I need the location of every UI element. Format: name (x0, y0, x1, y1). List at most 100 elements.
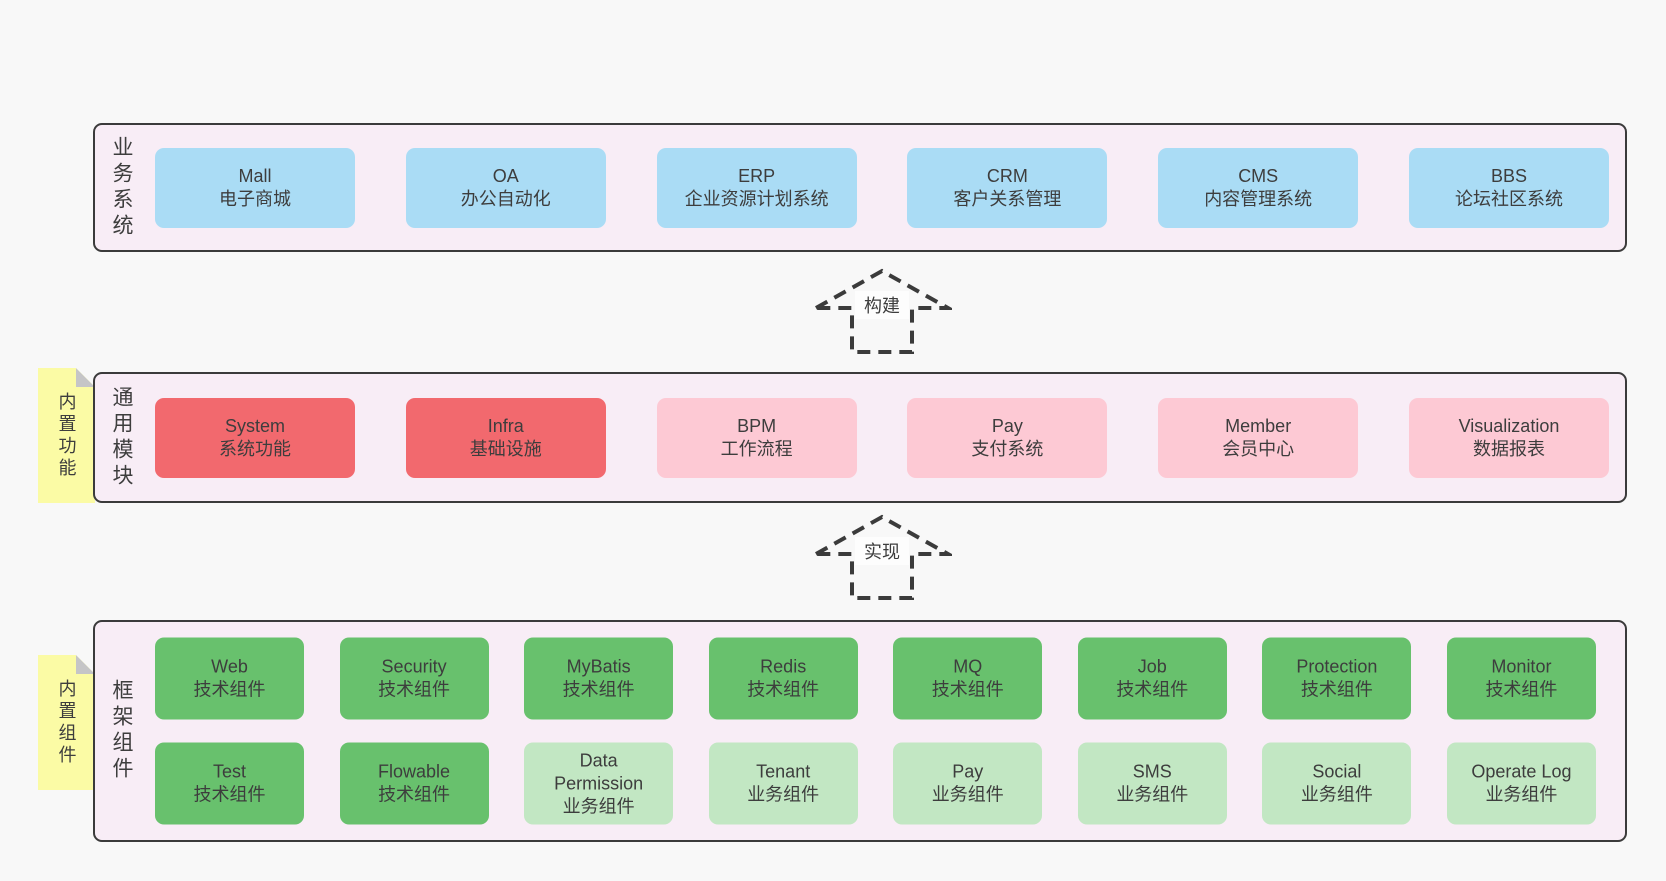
box-monitor-zh: 技术组件 (1485, 679, 1558, 700)
implement-arrow-label: 实现 (864, 542, 900, 562)
box-oa-en: OA (492, 165, 519, 186)
box-oa-zh: 办公自动化 (460, 188, 551, 209)
box-bpm-zh: 工作流程 (720, 438, 793, 459)
framework-row-2: Test 技术组件 Flowable 技术组件 Data Permission … (155, 742, 1596, 825)
box-member: Member 会员中心 (1158, 397, 1359, 478)
box-redis-en: Redis (760, 656, 807, 677)
box-pay: Pay 支付系统 (907, 397, 1108, 478)
box-bbs-en: BBS (1490, 165, 1527, 186)
implement-arrow: 实现 (808, 512, 956, 602)
sticky-built-in-features-label: 内置功能 (56, 391, 77, 480)
box-bbs-zh: 论坛社区系统 (1454, 188, 1563, 209)
box-mybatis: MyBatis 技术组件 (524, 637, 674, 720)
box-test-zh: 技术组件 (193, 784, 266, 805)
box-crm-en: CRM (986, 165, 1028, 186)
box-visualization-en: Visualization (1458, 415, 1560, 436)
box-mq-zh: 技术组件 (931, 679, 1004, 700)
band-modules-label: 通用模块 (110, 385, 133, 490)
box-flowable: Flowable 技术组件 (339, 742, 489, 825)
box-erp-en: ERP (738, 165, 776, 186)
box-protection-en: Protection (1296, 656, 1378, 677)
box-social: Social 业务组件 (1262, 742, 1412, 825)
box-web: Web 技术组件 (155, 637, 304, 720)
box-tenant-en: Tenant (756, 761, 811, 782)
dashed-up-arrow-icon: 实现 (808, 514, 956, 600)
box-tenant: Tenant 业务组件 (708, 742, 858, 825)
band-business-systems: 业务系统 Mall 电子商城 OA 办公自动化 ERP 企业资源计划系统 CRM… (93, 123, 1627, 252)
sticky-built-in-components: 内置组件 (38, 655, 95, 790)
box-crm: CRM 客户关系管理 (907, 147, 1108, 228)
box-redis: Redis 技术组件 (708, 637, 858, 720)
band-framework-label: 框架组件 (110, 679, 133, 783)
band-business-label: 业务系统 (110, 135, 133, 240)
box-mybatis-zh: 技术组件 (562, 679, 635, 700)
box-protection: Protection 技术组件 (1262, 637, 1412, 720)
box-redis-zh: 技术组件 (747, 679, 820, 700)
box-mq: MQ 技术组件 (893, 637, 1043, 720)
box-cms: CMS 内容管理系统 (1158, 147, 1359, 228)
box-sms-zh: 业务组件 (1116, 784, 1189, 805)
sticky-built-in-components-label: 内置组件 (56, 678, 77, 767)
box-oa: OA 办公自动化 (405, 147, 606, 228)
box-flowable-zh: 技术组件 (378, 784, 451, 805)
box-monitor-en: Monitor (1491, 656, 1552, 677)
box-mall-en: Mall (238, 165, 272, 186)
box-data-permission-zh: 业务组件 (562, 796, 635, 816)
box-data-permission: Data Permission 业务组件 (524, 742, 674, 825)
box-infra-en: Infra (487, 415, 524, 436)
box-erp: ERP 企业资源计划系统 (656, 147, 857, 228)
box-cms-zh: 内容管理系统 (1204, 188, 1313, 209)
box-data-permission-en: Data Permission (554, 750, 644, 793)
box-operate-log-zh: 业务组件 (1485, 784, 1558, 805)
box-flowable-en: Flowable (378, 761, 451, 782)
box-social-en: Social (1312, 761, 1362, 782)
box-operate-log: Operate Log 业务组件 (1446, 742, 1596, 825)
business-box-row: Mall 电子商城 OA 办公自动化 ERP 企业资源计划系统 CRM 客户关系… (155, 147, 1609, 228)
box-pay-en: Pay (991, 415, 1023, 436)
box-bbs: BBS 论坛社区系统 (1408, 147, 1609, 228)
sticky-built-in-features: 内置功能 (38, 368, 95, 503)
box-system-zh: 系统功能 (219, 438, 291, 459)
box-erp-zh: 企业资源计划系统 (684, 188, 829, 209)
box-web-en: Web (211, 656, 248, 677)
box-test-en: Test (212, 761, 246, 782)
box-test: Test 技术组件 (155, 742, 304, 825)
box-job-zh: 技术组件 (1116, 679, 1189, 700)
box-pay-business-zh: 业务组件 (931, 784, 1004, 805)
build-arrow: 构建 (808, 266, 956, 356)
box-social-zh: 业务组件 (1300, 784, 1373, 805)
dashed-up-arrow-icon: 构建 (808, 268, 956, 354)
box-member-en: Member (1225, 415, 1292, 436)
box-visualization-zh: 数据报表 (1472, 438, 1545, 459)
box-mall: Mall 电子商城 (155, 147, 355, 228)
box-operate-log-en: Operate Log (1471, 761, 1572, 782)
box-security: Security 技术组件 (339, 637, 489, 720)
box-pay-business-en: Pay (952, 761, 984, 782)
box-sms: SMS 业务组件 (1077, 742, 1227, 825)
box-sms-en: SMS (1132, 761, 1172, 782)
box-mybatis-en: MyBatis (566, 656, 631, 677)
box-web-zh: 技术组件 (193, 679, 266, 700)
box-system: System 系统功能 (155, 397, 355, 478)
band-framework-components: 框架组件 Web 技术组件 Security 技术组件 MyBatis 技术组件… (93, 620, 1627, 842)
box-job-en: Job (1137, 656, 1167, 677)
box-monitor: Monitor 技术组件 (1446, 637, 1596, 720)
modules-box-row: System 系统功能 Infra 基础设施 BPM 工作流程 Pay 支付系统… (155, 397, 1609, 478)
box-security-en: Security (381, 656, 447, 677)
box-visualization: Visualization 数据报表 (1408, 397, 1609, 478)
framework-row-1: Web 技术组件 Security 技术组件 MyBatis 技术组件 Redi… (155, 637, 1596, 720)
box-cms-en: CMS (1238, 165, 1279, 186)
box-mall-zh: 电子商城 (219, 188, 291, 209)
framework-grid: Web 技术组件 Security 技术组件 MyBatis 技术组件 Redi… (155, 637, 1596, 825)
box-security-zh: 技术组件 (378, 679, 451, 700)
box-protection-zh: 技术组件 (1300, 679, 1373, 700)
build-arrow-label: 构建 (864, 296, 900, 316)
box-infra: Infra 基础设施 (405, 397, 606, 478)
box-tenant-zh: 业务组件 (747, 784, 820, 805)
box-pay-business: Pay 业务组件 (893, 742, 1043, 825)
box-mq-en: MQ (953, 656, 983, 677)
box-crm-zh: 客户关系管理 (953, 188, 1062, 209)
box-job: Job 技术组件 (1077, 637, 1227, 720)
box-infra-zh: 基础设施 (469, 438, 542, 459)
